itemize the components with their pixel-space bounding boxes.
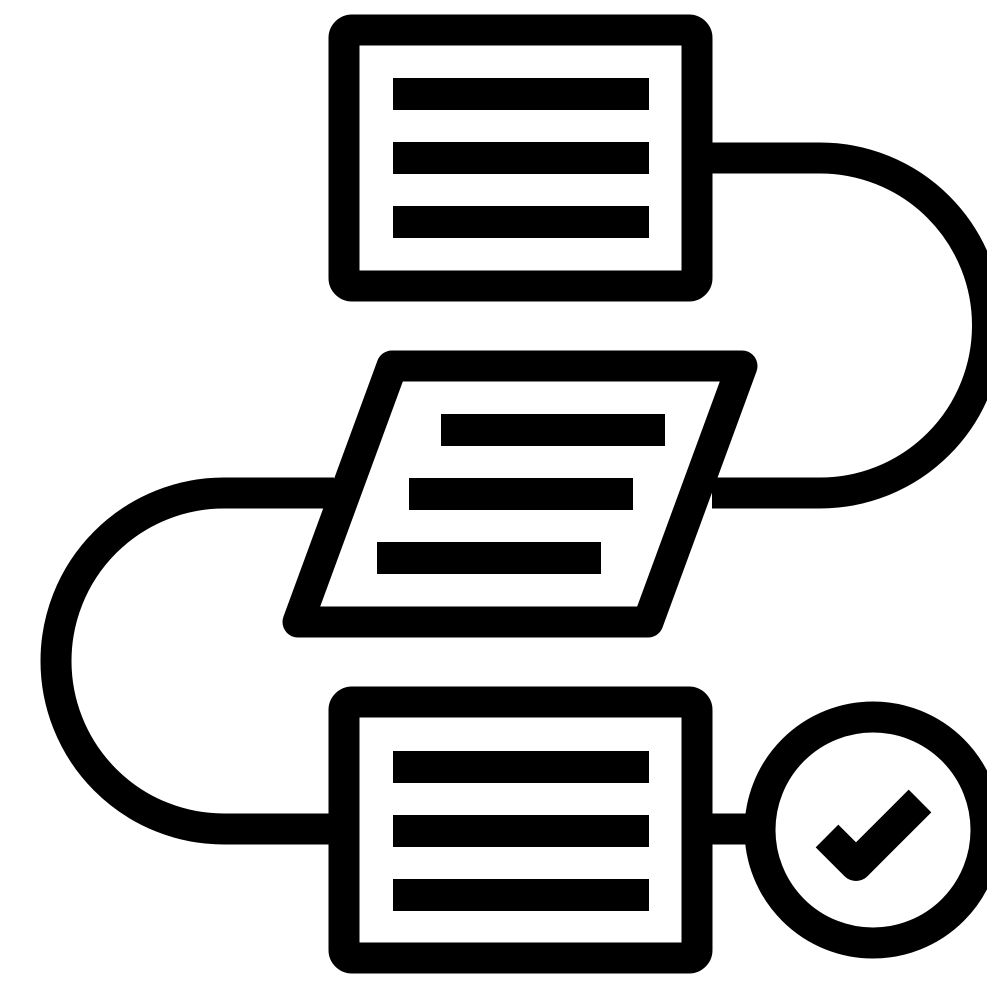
connector-middle-to-bottom [40,477,334,845]
bottom-box-line-1 [393,751,649,783]
top-box-line-3 [393,206,649,238]
middle-input-parallelogram [282,350,758,638]
bottom-box-line-2 [393,815,649,847]
top-box-line-1 [393,78,649,110]
parallelogram-line-3 [377,542,601,574]
top-process-box [328,14,713,302]
top-box-line-2 [393,142,649,174]
checkmark-circle-icon [744,701,987,959]
parallelogram-line-1 [441,414,665,446]
check-icon [815,789,932,881]
bottom-box-line-3 [393,879,649,911]
bottom-process-box [328,686,713,974]
connector-top-to-middle [712,142,987,509]
parallelogram-line-2 [409,478,633,510]
